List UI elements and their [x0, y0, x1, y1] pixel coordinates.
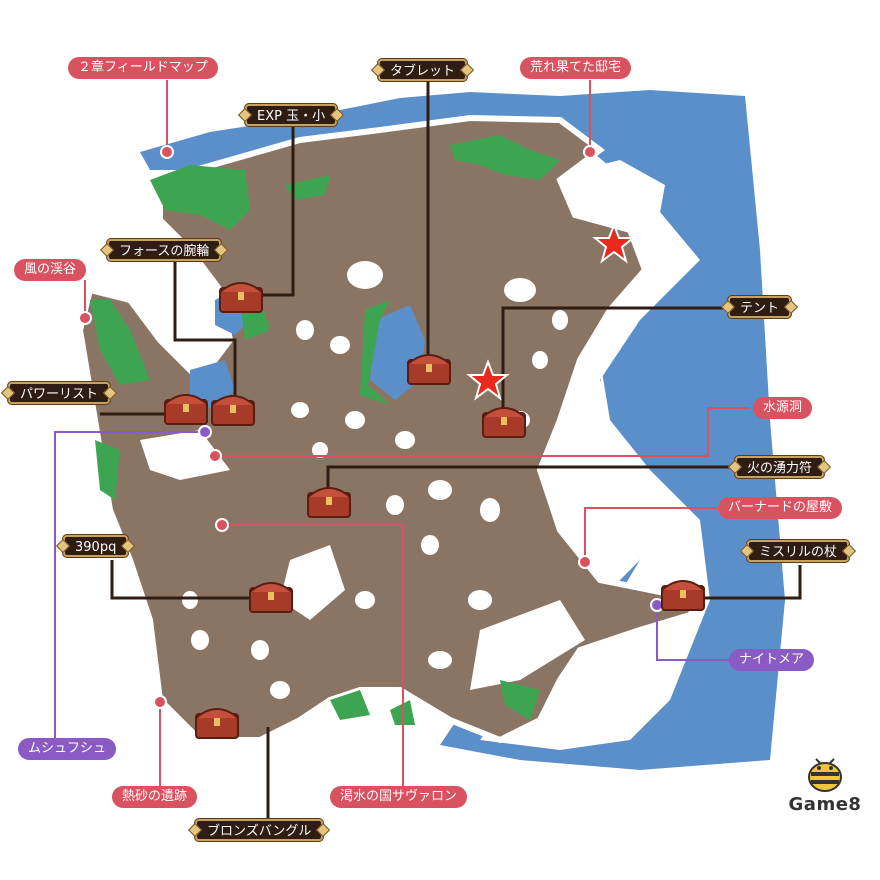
main-landmass [76, 114, 705, 744]
star-icon [466, 222, 636, 401]
label-mansion-ruins: 荒れ果てた邸宅 [520, 57, 632, 79]
label-bernard-mansion: バーナードの屋敷 [718, 497, 843, 519]
label-force-bracelet: フォースの腕輪 [107, 239, 222, 261]
label-tablet: タブレット [378, 59, 468, 81]
label-exp-orb: EXP 玉・小 [245, 104, 338, 126]
location-dot-icon [78, 145, 597, 709]
label-map-title: ２章フィールドマップ [68, 57, 218, 79]
bee-icon [808, 758, 842, 792]
brand-logo: Game8 [780, 758, 870, 818]
label-hot-sand-ruins: 熱砂の遺跡 [112, 786, 198, 808]
item-connectors [100, 82, 802, 820]
brand-name: Game8 [788, 794, 862, 815]
boss-connectors [54, 431, 740, 748]
label-mushufushu: ムシュフシュ [18, 738, 117, 760]
label-bronze-bangle: ブロンズバングル [195, 819, 324, 841]
grassland [90, 135, 560, 725]
label-savaron: 渇水の国サヴァロン [330, 786, 468, 808]
label-fire-talisman: 火の湧力符 [735, 456, 825, 478]
label-mithril-staff: ミスリルの杖 [747, 540, 850, 562]
label-nightmare: ナイトメア [729, 649, 815, 671]
label-water-cave: 水源洞 [753, 397, 813, 419]
label-money: 390pq [63, 535, 129, 557]
treasure-chest-icon [164, 282, 705, 739]
place-connectors [84, 80, 750, 790]
label-tent: テント [728, 296, 792, 318]
label-power-wrist: パワーリスト [8, 382, 111, 404]
label-wind-valley: 風の渓谷 [14, 259, 87, 281]
